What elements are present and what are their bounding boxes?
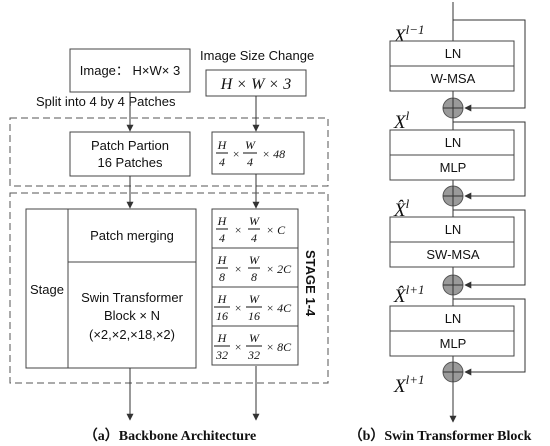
patch-merging-label: Patch merging <box>90 228 174 243</box>
frac-den: 4 <box>219 155 225 169</box>
ln-box <box>389 40 515 67</box>
patch-partition-line2: 16 Patches <box>97 155 163 170</box>
frac-num: H <box>217 292 228 306</box>
frac-den: 8 <box>251 270 257 284</box>
frac-num: H <box>217 214 228 228</box>
patch-math: H 4 × W 4 × 48 <box>216 138 285 169</box>
ln-box <box>389 129 515 156</box>
ln-box <box>389 216 515 243</box>
stage-math-column: H 4 × W 4 × C H 8 × W 8 × 2C H 16 × W 16 × 4C H 32 × W 32 × 8C <box>211 208 299 366</box>
x-label: X̂l <box>393 196 410 221</box>
frac-den: 16 <box>248 309 260 323</box>
frac-den: 32 <box>215 348 228 362</box>
frac-num: W <box>249 214 260 228</box>
op-label: MLP <box>440 336 467 351</box>
residual-add-icon <box>442 185 464 207</box>
stage-math-row: H 8 × W 8 × 2C <box>211 247 299 288</box>
frac-den: 4 <box>219 231 225 245</box>
stage-vertical-label: STAGE 1-4 <box>303 250 318 317</box>
skip-connection <box>453 121 526 200</box>
frac-tail: × 8C <box>266 340 292 354</box>
ln-box <box>389 305 515 332</box>
skip-connection <box>453 209 526 289</box>
stage-math-row: H 4 × W 4 × C <box>211 208 299 249</box>
residual-add-icon <box>442 274 464 296</box>
frac-tail: × 2C <box>266 262 292 276</box>
caption-a: （a）Backbone Architecture <box>84 428 257 444</box>
residual-add-icon <box>442 361 464 383</box>
patch-partition-box <box>69 131 191 177</box>
transformer-sub-block: LN MLP <box>389 305 515 357</box>
image-size-change-label: Image Size Change <box>200 48 314 63</box>
stage-math-row: H 16 × W 16 × 4C <box>211 286 299 327</box>
residual-add-icon <box>442 97 464 119</box>
image-size-math: H × W × 3 <box>220 76 291 93</box>
times-sign: × <box>234 301 242 315</box>
skip-connection <box>453 298 526 376</box>
frac-num: H <box>217 138 228 152</box>
x-label: Xl+1 <box>393 372 425 397</box>
swin-transformer-block: （b）Swin Transformer Block Xl−1XlX̂lX̂l+1… <box>349 2 532 444</box>
frac-den: 4 <box>251 231 257 245</box>
times-sign: × <box>234 262 242 276</box>
ln-label: LN <box>445 311 462 326</box>
op-label: W-MSA <box>431 71 476 86</box>
frac-tail: × C <box>266 223 286 237</box>
times-sign: × <box>232 147 240 161</box>
image-box-label: Image： H×W× 3 <box>80 63 180 78</box>
op-box <box>389 154 515 181</box>
op-box <box>389 241 515 268</box>
x-label: X̂l+1 <box>393 282 425 307</box>
swin-block-line3: (×2,×2,×18,×2) <box>89 327 175 342</box>
patch-partition-line1: Patch Partion <box>91 138 169 153</box>
transformer-sub-block: LN SW-MSA <box>389 216 515 268</box>
frac-den: 16 <box>216 309 228 323</box>
stage-group <box>9 192 329 384</box>
stage-label: Stage <box>30 282 64 297</box>
stage-math-row: H 32 × W 32 × 8C <box>211 325 299 366</box>
frac-den: 32 <box>247 348 260 362</box>
frac-den: 8 <box>219 270 225 284</box>
x-label: Xl <box>393 108 410 133</box>
transformer-sub-block: LN MLP <box>389 129 515 181</box>
op-box <box>389 330 515 357</box>
frac-num: W <box>249 253 260 267</box>
transformer-sub-block: LN W-MSA <box>389 40 515 92</box>
split-label: Split into 4 by 4 Patches <box>36 94 176 109</box>
stage-box <box>25 208 197 369</box>
skip-connection <box>453 19 526 112</box>
times-sign: × <box>234 223 242 237</box>
ln-label: LN <box>445 222 462 237</box>
ln-label: LN <box>445 46 462 61</box>
ln-label: LN <box>445 135 462 150</box>
swin-block-line2: Block × N <box>104 308 160 323</box>
frac-tail: × 4C <box>266 301 292 315</box>
caption-b: （b）Swin Transformer Block <box>349 428 532 444</box>
image-size-box <box>205 69 307 97</box>
backbone-architecture: Image： H×W× 3 Image Size Change H × W × … <box>9 48 329 444</box>
frac-num: W <box>249 331 260 345</box>
times-sign: × <box>234 340 242 354</box>
op-label: MLP <box>440 160 467 175</box>
frac-num: W <box>245 138 256 152</box>
frac-tail: × 48 <box>262 147 285 161</box>
patch-partition-group <box>9 117 329 187</box>
frac-num: W <box>249 292 260 306</box>
frac-den: 4 <box>247 155 253 169</box>
op-box <box>389 65 515 92</box>
image-box <box>69 48 191 93</box>
swin-block-line1: Swin Transformer <box>81 290 184 305</box>
frac-num: H <box>217 331 228 345</box>
op-label: SW-MSA <box>426 247 480 262</box>
frac-num: H <box>217 253 228 267</box>
